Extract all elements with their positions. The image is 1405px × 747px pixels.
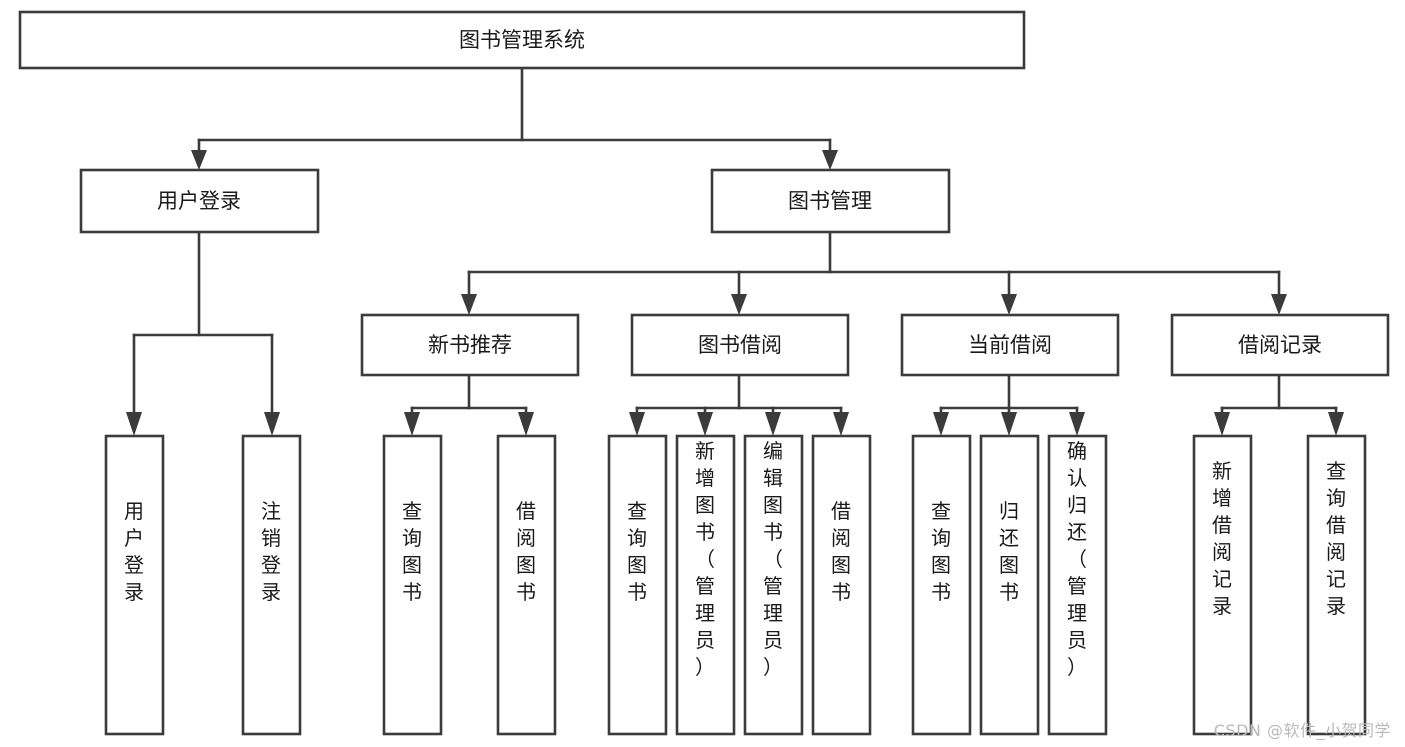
node-leaf-1-label: 用户登录 <box>124 499 144 604</box>
node-leaf-4-label: 借阅图书 <box>516 499 536 604</box>
node-current-borrow[interactable]: 当前借阅 <box>900 313 1120 377</box>
node-leaf-1-box[interactable] <box>104 434 165 736</box>
node-new-book-rec-box[interactable] <box>360 313 580 377</box>
node-current-borrow-box[interactable] <box>900 313 1120 377</box>
csdn-watermark: CSDN @软件_小贺同学 <box>1213 721 1391 740</box>
node-leaf-10[interactable]: 归还图书 <box>979 434 1040 736</box>
node-leaf-8-box[interactable] <box>811 434 872 736</box>
node-leaf-5[interactable]: 查询图书 <box>607 434 668 736</box>
node-leaf-1[interactable]: 用户登录 <box>104 434 165 736</box>
node-leaf-2-label: 注销登录 <box>261 499 281 604</box>
node-leaf-13-box[interactable] <box>1306 434 1367 736</box>
arrowhead-user-login <box>191 150 207 170</box>
node-new-book-rec[interactable]: 新书推荐 <box>360 313 580 377</box>
arrowhead-leaf-8 <box>833 412 849 436</box>
arrowhead-leaf-1 <box>126 412 142 436</box>
node-leaf-10-label: 归还图书 <box>999 499 1019 604</box>
node-leaf-3-box[interactable] <box>382 434 443 736</box>
node-leaf-13-label: 查询借阅记录 <box>1326 459 1346 618</box>
node-leaf-10-box[interactable] <box>979 434 1040 736</box>
node-leaf-2[interactable]: 注销登录 <box>241 434 302 736</box>
node-root-label: 图书管理系统 <box>459 28 585 52</box>
node-leaf-8-label: 借阅图书 <box>831 499 851 604</box>
node-user-login-box[interactable] <box>79 168 320 234</box>
node-leaf-4-box[interactable] <box>496 434 557 736</box>
node-leaf-6-label: 新增图书（管理员） <box>695 439 715 679</box>
arrowhead-leaf-2 <box>264 412 280 436</box>
arrowhead-leaf-13 <box>1328 412 1344 436</box>
node-book-borrow-label: 图书借阅 <box>698 333 782 357</box>
node-user-login[interactable]: 用户登录 <box>79 168 320 234</box>
node-root[interactable]: 图书管理系统 <box>18 10 1026 70</box>
node-leaf-13[interactable]: 查询借阅记录 <box>1306 434 1367 736</box>
node-leaf-3[interactable]: 查询图书 <box>382 434 443 736</box>
node-leaf-11-box[interactable] <box>1047 434 1108 736</box>
node-leaf-7[interactable]: 编辑图书（管理员） <box>743 434 804 736</box>
node-leaf-12-box[interactable] <box>1192 434 1253 736</box>
arrowhead-leaf-6 <box>697 412 713 436</box>
node-leaf-9[interactable]: 查询图书 <box>911 434 972 736</box>
node-book-manage[interactable]: 图书管理 <box>710 168 951 234</box>
node-borrow-record[interactable]: 借阅记录 <box>1170 313 1390 377</box>
arrowhead-leaf-5 <box>629 412 645 436</box>
arrowhead-leaf-10 <box>1001 412 1017 436</box>
node-leaf-7-label: 编辑图书（管理员） <box>763 439 783 679</box>
arrowhead-current-borrow <box>1001 294 1017 315</box>
node-book-manage-box[interactable] <box>710 168 951 234</box>
node-leaf-2-box[interactable] <box>241 434 302 736</box>
node-leaf-3-label: 查询图书 <box>402 499 422 604</box>
node-book-borrow[interactable]: 图书借阅 <box>630 313 850 377</box>
node-leaf-9-box[interactable] <box>911 434 972 736</box>
arrowhead-leaf-12 <box>1214 412 1230 436</box>
node-leaf-12[interactable]: 新增借阅记录 <box>1192 434 1253 736</box>
node-leaf-9-label: 查询图书 <box>931 499 951 604</box>
node-leaf-12-label: 新增借阅记录 <box>1212 459 1232 618</box>
node-book-borrow-box[interactable] <box>630 313 850 377</box>
arrowhead-leaf-11 <box>1069 412 1085 436</box>
node-root-box[interactable] <box>18 10 1026 70</box>
arrowhead-leaf-9 <box>933 412 949 436</box>
connector-group <box>126 66 1344 436</box>
node-new-book-rec-label: 新书推荐 <box>428 333 512 357</box>
node-borrow-record-box[interactable] <box>1170 313 1390 377</box>
node-leaf-4[interactable]: 借阅图书 <box>496 434 557 736</box>
node-leaf-6-box[interactable] <box>675 434 736 736</box>
node-leaf-5-box[interactable] <box>607 434 668 736</box>
node-leaf-8[interactable]: 借阅图书 <box>811 434 872 736</box>
node-current-borrow-label: 当前借阅 <box>968 333 1052 357</box>
node-leaf-5-label: 查询图书 <box>627 499 647 604</box>
node-leaf-6[interactable]: 新增图书（管理员） <box>675 434 736 736</box>
node-leaf-11-label: 确认归还（管理员） <box>1067 439 1087 679</box>
arrowhead-leaf-7 <box>765 412 781 436</box>
arrowhead-leaf-4 <box>518 412 534 436</box>
arrowhead-new-book-rec <box>461 294 477 315</box>
node-leaf-7-box[interactable] <box>743 434 804 736</box>
node-leaf-11[interactable]: 确认归还（管理员） <box>1047 434 1108 736</box>
arrowhead-book-manage <box>822 150 838 170</box>
node-book-manage-label: 图书管理 <box>788 189 872 213</box>
node-borrow-record-label: 借阅记录 <box>1238 333 1322 357</box>
arrowhead-book-borrow <box>731 294 747 315</box>
node-user-login-label: 用户登录 <box>157 189 241 213</box>
arrowhead-borrow-record <box>1271 294 1287 315</box>
arrowhead-leaf-3 <box>404 412 420 436</box>
